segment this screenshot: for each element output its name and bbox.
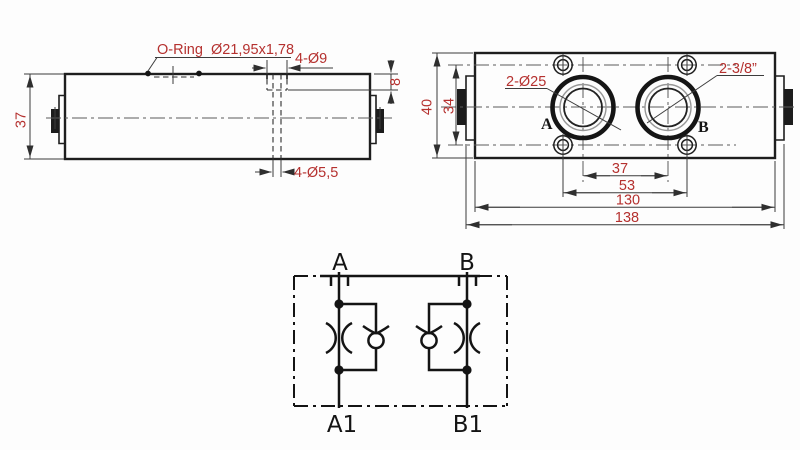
oring-mark-left (145, 70, 151, 77)
oring-leader (147, 57, 158, 72)
side-view: O-Ring Ø21,95x1,78 4-Ø9 8 (14, 42, 405, 181)
port-b (635, 74, 701, 141)
dim-37-top: 37 (583, 161, 668, 180)
dim-37-side-label: 37 (14, 112, 30, 128)
schematic-label-a: A (332, 250, 348, 276)
bolt-hole-bottom-left (553, 134, 573, 156)
ports-label: 2-Ø25 (506, 74, 546, 90)
dim-34: 34 (442, 65, 460, 145)
dim-53-label: 53 (619, 178, 635, 194)
check-valve-b (415, 302, 467, 372)
schematic-label-b: B (459, 250, 475, 276)
schematic-label-b1: B1 (453, 412, 483, 438)
callout-2-d25: 2-Ø25 (505, 74, 622, 131)
dim-4-d55-label: 4-Ø5,5 (294, 165, 338, 181)
dim-34-label: 34 (442, 98, 458, 114)
dim-130-label: 130 (616, 193, 640, 209)
port-a-letter: A (541, 116, 553, 133)
throttle-valve-b (453, 321, 481, 355)
dim-8-label: 8 (388, 78, 404, 86)
oring-mark-right (196, 70, 202, 77)
schematic-label-a1: A1 (327, 412, 357, 438)
dim-53: 53 (562, 156, 688, 197)
dim-4-d9-label: 4-Ø9 (295, 51, 327, 67)
callout-2-38in: 2-3/8” (646, 61, 764, 124)
dim-4-d55: 4-Ø5,5 (255, 160, 338, 181)
thread-label: 2-3/8” (719, 61, 757, 77)
throttle-valve-a (325, 321, 353, 355)
top-view-right-boss (775, 75, 785, 141)
check-valve-a (339, 302, 390, 372)
bolt-hole-bottom-right (677, 134, 697, 156)
dim-40: 40 (420, 52, 473, 159)
dim-138-label: 138 (615, 210, 639, 226)
dim-138: 138 (465, 144, 785, 229)
bolt-hole-top-right (677, 54, 697, 76)
dim-8: 8 (288, 60, 404, 104)
side-view-block-outline (63, 72, 372, 161)
port-b-letter: B (698, 119, 709, 136)
dim-40-label: 40 (420, 99, 436, 115)
top-view-left-boss (465, 75, 475, 141)
port-a (550, 74, 616, 141)
dim-37-side: 37 (14, 73, 64, 160)
oring-size-label: Ø21,95x1,78 (211, 42, 294, 58)
oring-label: O-Ring (157, 42, 203, 58)
bolt-hole-top-left (553, 54, 573, 76)
top-view-block-outline (473, 51, 777, 160)
dim-130: 130 (474, 161, 776, 212)
top-view: A B 2-Ø25 2-3/8” 40 34 (420, 51, 797, 229)
dim-37-top-label: 37 (612, 161, 628, 177)
hydraulic-schematic: A B A1 B1 (293, 250, 508, 438)
dim-4-d9: 4-Ø9 (252, 51, 333, 74)
